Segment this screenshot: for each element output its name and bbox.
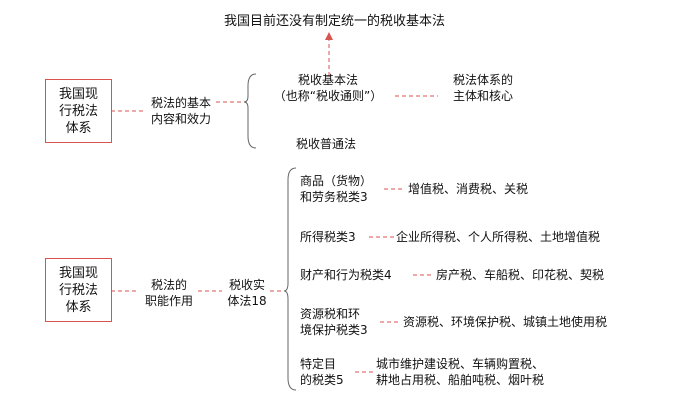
category-name: 商品（货物） 和劳务税类3 <box>300 174 373 204</box>
root-box-1: 我国现 行税法 体系 <box>45 79 112 143</box>
category-items: 房产税、车船税、印花税、契税 <box>436 268 605 282</box>
top-note: 我国目前还没有制定统一的税收基本法 <box>224 14 446 29</box>
basic-content-label: 税法的基本 内容和效力 <box>150 96 211 126</box>
category-items: 增值税、消费税、关税 <box>408 182 529 196</box>
category-items: 企业所得税、个人所得税、土地增值税 <box>396 230 601 244</box>
brace <box>283 167 297 391</box>
category-items: 城市维护建设税、车辆购置税、 耕地占用税、船舶吨税、烟叶税 <box>376 357 545 387</box>
tax-basic-law: 税收基本法 （也称“税收通则”） <box>273 73 383 103</box>
arrow-head <box>325 32 333 40</box>
brace <box>243 73 257 149</box>
function-label: 税法的 职能作用 <box>144 278 193 308</box>
category-name: 所得税类3 <box>300 230 356 244</box>
tax-common-law: 税收普通法 <box>296 137 357 151</box>
root-box-2: 我国现 行税法 体系 <box>45 258 112 322</box>
category-name: 特定目 的税类5 <box>300 357 344 387</box>
category-items: 资源税、环境保护税、城镇土地使用税 <box>403 315 608 329</box>
category-name: 资源税和环 境保护税类3 <box>300 307 368 337</box>
basic-law-note: 税法体系的 主体和核心 <box>452 73 513 103</box>
substantive-law-label: 税收实 体法18 <box>227 278 267 308</box>
category-name: 财产和行为税类4 <box>300 268 392 282</box>
